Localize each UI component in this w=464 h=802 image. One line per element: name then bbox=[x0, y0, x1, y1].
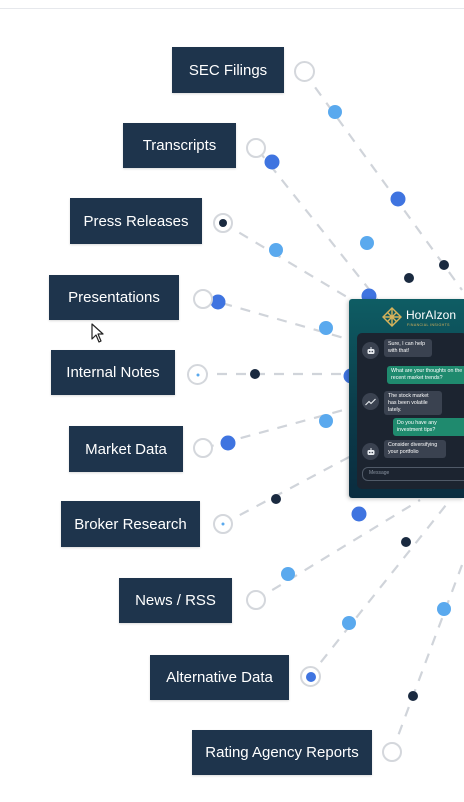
top-divider bbox=[0, 8, 464, 9]
wire-presentations bbox=[203, 296, 352, 342]
chat-message-user: Do you have any investment tips? bbox=[393, 418, 464, 436]
wire-node bbox=[250, 369, 260, 379]
wire-node bbox=[319, 321, 333, 335]
connector-ring bbox=[300, 666, 321, 687]
wire-node bbox=[210, 294, 226, 310]
wire-node bbox=[351, 506, 367, 522]
wire-node bbox=[408, 691, 418, 701]
robot-icon bbox=[362, 342, 379, 359]
wire-node bbox=[404, 273, 414, 283]
wire-node bbox=[328, 105, 342, 119]
connector-ring bbox=[193, 289, 213, 309]
source-transcripts[interactable]: Transcripts bbox=[123, 123, 236, 168]
source-press-releases[interactable]: Press Releases bbox=[70, 198, 202, 244]
connector-ring bbox=[246, 590, 266, 610]
wire-node bbox=[439, 260, 449, 270]
chat-brand-tagline: FINANCIAL INSIGHTS bbox=[407, 323, 450, 327]
wire-node bbox=[390, 191, 406, 207]
robot-icon bbox=[362, 443, 379, 460]
connector-ring bbox=[213, 213, 233, 233]
wire-node bbox=[281, 567, 295, 581]
chat-message-bot: The stock market has been volatile latel… bbox=[384, 391, 442, 416]
connector-ring bbox=[294, 61, 315, 82]
wire-rating-agency bbox=[390, 564, 464, 753]
horaizon-logo-icon bbox=[382, 307, 402, 327]
wire-news-rss bbox=[255, 499, 421, 601]
source-rating-agency-reports[interactable]: Rating Agency Reports bbox=[192, 730, 372, 775]
wire-alternative-data bbox=[308, 499, 451, 678]
source-news-rss[interactable]: News / RSS bbox=[119, 578, 232, 623]
connector-ring bbox=[187, 364, 208, 385]
wire-node bbox=[269, 243, 283, 257]
wire-node bbox=[220, 435, 236, 451]
connector-ring bbox=[213, 514, 233, 534]
connector-ring bbox=[246, 138, 266, 158]
chat-message-bot: Sure, I can help with that! bbox=[384, 339, 432, 357]
chat-panel: Sure, I can help with that! What are you… bbox=[357, 333, 464, 489]
source-sec-filings[interactable]: SEC Filings bbox=[172, 47, 284, 93]
source-broker-research[interactable]: Broker Research bbox=[61, 501, 200, 547]
source-internal-notes[interactable]: Internal Notes bbox=[51, 350, 175, 395]
wire-node bbox=[319, 414, 333, 428]
chat-brand-name: HorAIzon bbox=[406, 308, 457, 322]
wire-node bbox=[401, 537, 411, 547]
source-alternative-data[interactable]: Alternative Data bbox=[150, 655, 289, 700]
wire-broker-research bbox=[222, 455, 352, 525]
wire-sec-filings bbox=[303, 71, 463, 291]
mouse-cursor-icon bbox=[91, 323, 104, 343]
source-market-data[interactable]: Market Data bbox=[69, 426, 183, 472]
wire-node bbox=[360, 236, 374, 250]
wire-node bbox=[264, 154, 280, 170]
chat-message-user: What are your thoughts on the recent mar… bbox=[387, 366, 464, 384]
wire-node bbox=[342, 616, 356, 630]
connector-ring bbox=[382, 742, 402, 762]
chat-widget: HorAIzon FINANCIAL INSIGHTS Sure, I can … bbox=[349, 299, 464, 498]
chat-message-input[interactable]: Message bbox=[362, 467, 464, 481]
wire-press-releases bbox=[222, 222, 363, 307]
chat-message-bot: Consider diversifying your portfolio bbox=[384, 440, 446, 458]
source-presentations[interactable]: Presentations bbox=[49, 275, 179, 320]
trend-icon bbox=[362, 393, 379, 410]
wire-node bbox=[271, 494, 281, 504]
connector-ring bbox=[193, 438, 213, 458]
wire-node bbox=[437, 602, 451, 616]
